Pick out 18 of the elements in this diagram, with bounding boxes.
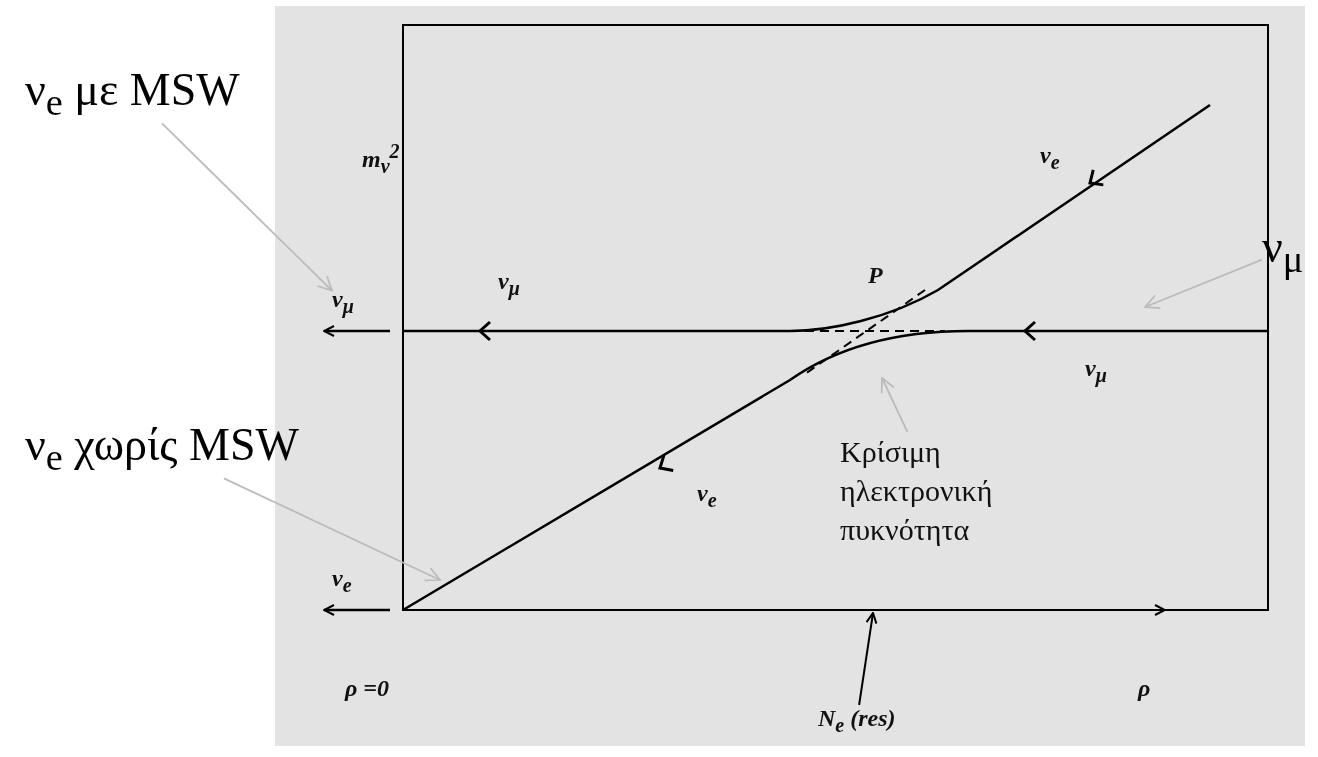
resonance-arrow <box>858 612 878 706</box>
axis-label: ρ <box>1138 675 1151 702</box>
leader-line <box>880 377 909 433</box>
callout-label: Κρίσιμη ηλεκτρονική πυκνότητα <box>840 432 1030 549</box>
axis-label: N$_{e}$ (res) <box>818 705 896 736</box>
leader-line <box>1144 258 1263 310</box>
leader-line <box>223 477 441 582</box>
level-label: ν$_{μ}$ <box>332 286 354 317</box>
level-label: ν$_{e}$ <box>1040 142 1060 173</box>
level-label: ν$_{μ}$ <box>1085 355 1107 386</box>
leader-line <box>161 122 333 292</box>
level-label: ν$_{μ}$ <box>498 268 520 299</box>
level-label: ν$_{e}$ <box>697 480 717 511</box>
callout-label: ν$_{e}$ με MSW <box>25 65 240 124</box>
level-label: P <box>868 262 883 289</box>
callout-label: ν$_{e}$ χωρίς MSW <box>25 420 299 479</box>
axis-label: ρ =0 <box>345 675 390 702</box>
level-label: ν$_{e}$ <box>332 565 352 596</box>
